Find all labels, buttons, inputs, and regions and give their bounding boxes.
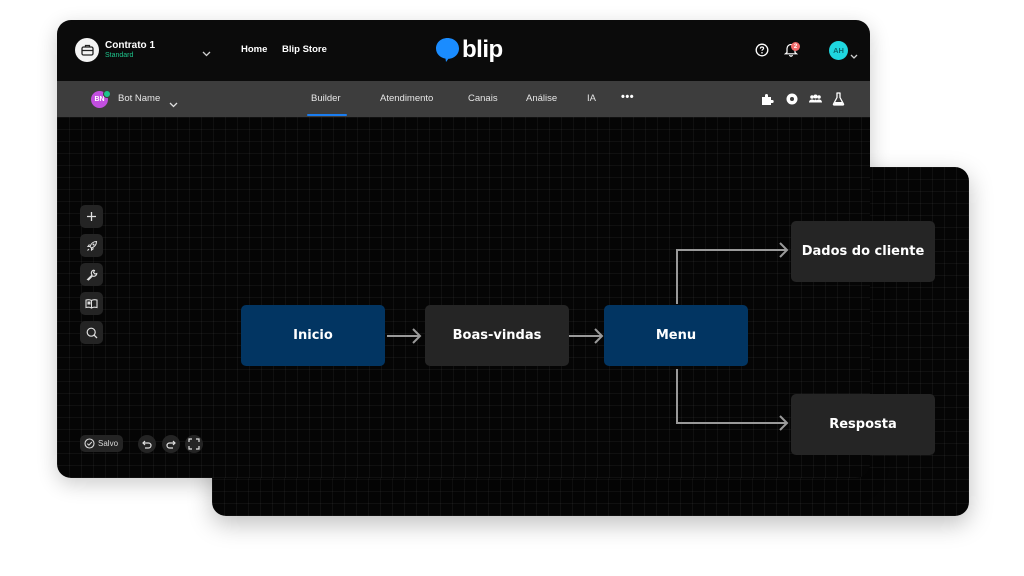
chevron-down-icon [169,102,178,108]
active-tab-indicator [307,114,347,116]
help-button[interactable] [755,43,769,62]
redo-button[interactable] [162,435,180,453]
tab-canais[interactable]: Canais [468,93,498,104]
help-circle-icon [755,43,769,57]
team-button[interactable] [808,92,823,111]
tab-builder[interactable]: Builder [311,93,341,104]
saved-label: Salvo [98,439,119,448]
user-avatar[interactable]: AH [829,41,848,60]
gear-icon [786,93,798,105]
flow-node-boas-vindas[interactable]: Boas-vindas [425,305,569,366]
contract-dropdown-button[interactable] [202,44,211,62]
puzzle-icon [762,94,774,105]
flow-node-menu[interactable]: Menu [604,305,748,366]
test-button[interactable] [832,92,845,111]
publish-button[interactable] [80,234,103,257]
undo-icon [142,440,152,449]
flow-node-resposta[interactable]: Resposta [791,394,935,455]
chevron-down-icon [850,54,858,59]
blip-logo[interactable]: blip [435,36,503,64]
rocket-icon [86,240,97,251]
contract-avatar[interactable] [75,38,99,62]
flow-node-inicio[interactable]: Inicio [241,305,385,366]
node-label: Boas-vindas [452,328,542,343]
plus-icon [87,212,96,221]
app-window: Contrato 1 Standard Home Blip Store blip [57,20,870,478]
logo-text: blip [462,36,503,63]
bot-dropdown-button[interactable] [169,95,178,113]
fullscreen-button[interactable] [185,435,203,453]
node-label: Resposta [829,417,897,432]
search-icon [86,327,97,338]
chevron-down-icon [202,51,211,57]
tab-atendimento[interactable]: Atendimento [380,93,434,104]
flow-node-dados-do-cliente[interactable]: Dados do cliente [791,221,935,282]
extensions-button[interactable] [760,92,774,111]
check-circle-icon [84,438,95,449]
top-header: Contrato 1 Standard Home Blip Store blip [57,20,870,81]
bot-name[interactable]: Bot Name [118,93,161,104]
node-label: Menu [655,328,697,343]
more-tabs-button[interactable]: ••• [621,91,635,103]
tab-ia[interactable]: IA [587,93,596,104]
wrench-icon [86,269,97,281]
fullscreen-icon [188,438,200,450]
add-block-button[interactable] [80,205,103,228]
nav-blip-store-link[interactable]: Blip Store [282,44,327,55]
briefcase-icon [80,44,94,56]
tab-analise[interactable]: Análise [526,93,558,104]
notification-badge: 2 [791,42,800,51]
search-button[interactable] [80,321,103,344]
settings-button[interactable] [785,92,799,111]
node-label: Dados do cliente [801,244,925,259]
nav-home-link[interactable]: Home [241,44,268,55]
node-label: Inicio [293,328,333,343]
resources-button[interactable] [80,292,103,315]
people-icon [809,94,822,103]
bot-online-indicator [103,90,111,98]
speech-bubble-icon [436,38,459,62]
tools-button[interactable] [80,263,103,286]
redo-icon [166,440,176,449]
undo-button[interactable] [138,435,156,453]
book-icon [85,299,98,309]
user-menu-button[interactable] [850,47,858,65]
flask-icon [832,92,845,106]
bot-subheader: BN Bot Name Builder Atendimento Canais A… [57,81,870,117]
contract-plan: Standard [105,52,134,59]
contract-name[interactable]: Contrato 1 [105,40,155,51]
saved-status: Salvo [80,435,123,452]
builder-canvas[interactable]: Salvo [57,117,870,478]
